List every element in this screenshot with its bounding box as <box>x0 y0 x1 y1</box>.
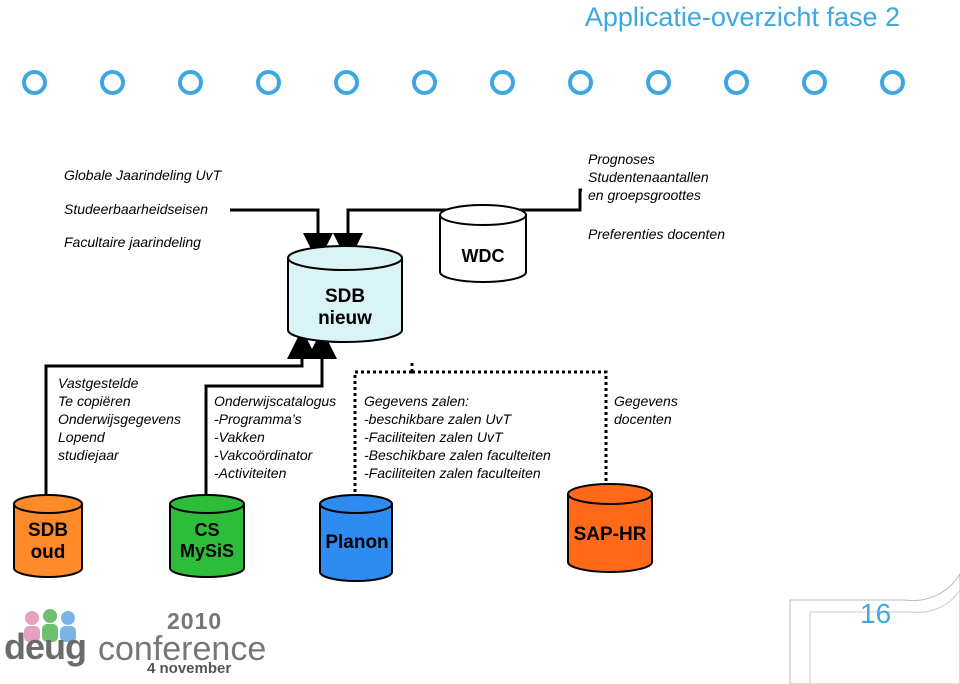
flow-text-sdb-oud: Vastgestelde Te copiëren Onderwijsgegeve… <box>58 375 181 463</box>
decorative-circle-icon <box>802 70 827 95</box>
database-wdc <box>439 204 527 283</box>
logo-deug: deug <box>4 626 87 667</box>
input-preferenties-docenten: Preferenties docenten <box>588 226 725 242</box>
sdb-nieuw-label: SDB nieuw <box>318 286 372 329</box>
database-sdb-oud <box>13 494 83 578</box>
decorative-circle-icon <box>880 70 905 95</box>
connector-cs-mysis <box>204 329 337 498</box>
database-sdb-nieuw <box>287 245 403 343</box>
decorative-circle-icon <box>22 70 47 95</box>
people-icon <box>24 609 76 642</box>
cs-mysis-label: CS MySiS <box>179 520 235 561</box>
database-planon <box>319 494 393 582</box>
decorative-circle-icon <box>178 70 203 95</box>
page-number: 16 <box>860 598 892 629</box>
decorative-circle-icon <box>568 70 593 95</box>
page-title: Applicatie-overzicht fase 2 <box>584 2 900 32</box>
sap-hr-label: SAP-HR <box>573 524 647 545</box>
decorative-circle-icon <box>490 70 515 95</box>
planon-label: Planon <box>325 532 389 553</box>
connector-sdb-oud <box>44 329 317 498</box>
input-prognoses: Prognoses <box>588 151 655 167</box>
sdb-oud-label: SDB oud <box>27 520 69 563</box>
logo-date: 4 november <box>147 660 232 677</box>
input-facultaire-jaarindeling: Facultaire jaarindeling <box>64 234 201 250</box>
decorative-circle-icon <box>334 70 359 95</box>
connector-planon <box>353 370 412 498</box>
input-globale-jaarindeling: Globale Jaarindeling UvT <box>64 167 222 183</box>
logo-year: 2010 <box>167 608 223 634</box>
connector-left-input <box>230 208 333 263</box>
logo-conference: conference <box>98 630 267 668</box>
decorative-circle-icon <box>724 70 749 95</box>
decorative-circle-icon <box>256 70 281 95</box>
flow-text-cs-mysis: Onderwijscatalogus -Programma’s -Vakken … <box>214 393 337 481</box>
decorative-circle-icon <box>412 70 437 95</box>
database-cs-mysis <box>169 494 245 578</box>
deug-conference-logo: deug conference 2010 4 november <box>4 606 266 678</box>
decorative-circle-icon <box>100 70 125 95</box>
flow-text-planon: Gegevens zalen: -beschikbare zalen UvT -… <box>364 393 551 481</box>
database-sap-hr <box>567 483 653 573</box>
flow-text-sap-hr: Gegevens docenten <box>614 393 678 427</box>
decorative-circle-icon <box>646 70 671 95</box>
input-studentenaantallen: Studentenaantallen <box>588 169 709 185</box>
input-groepsgroottes: en groepsgroottes <box>588 187 701 203</box>
connector-sap-hr <box>412 370 608 494</box>
input-studeerbaarheidseisen: Studeerbaarheidseisen <box>64 201 208 217</box>
wdc-label: WDC <box>461 246 505 266</box>
